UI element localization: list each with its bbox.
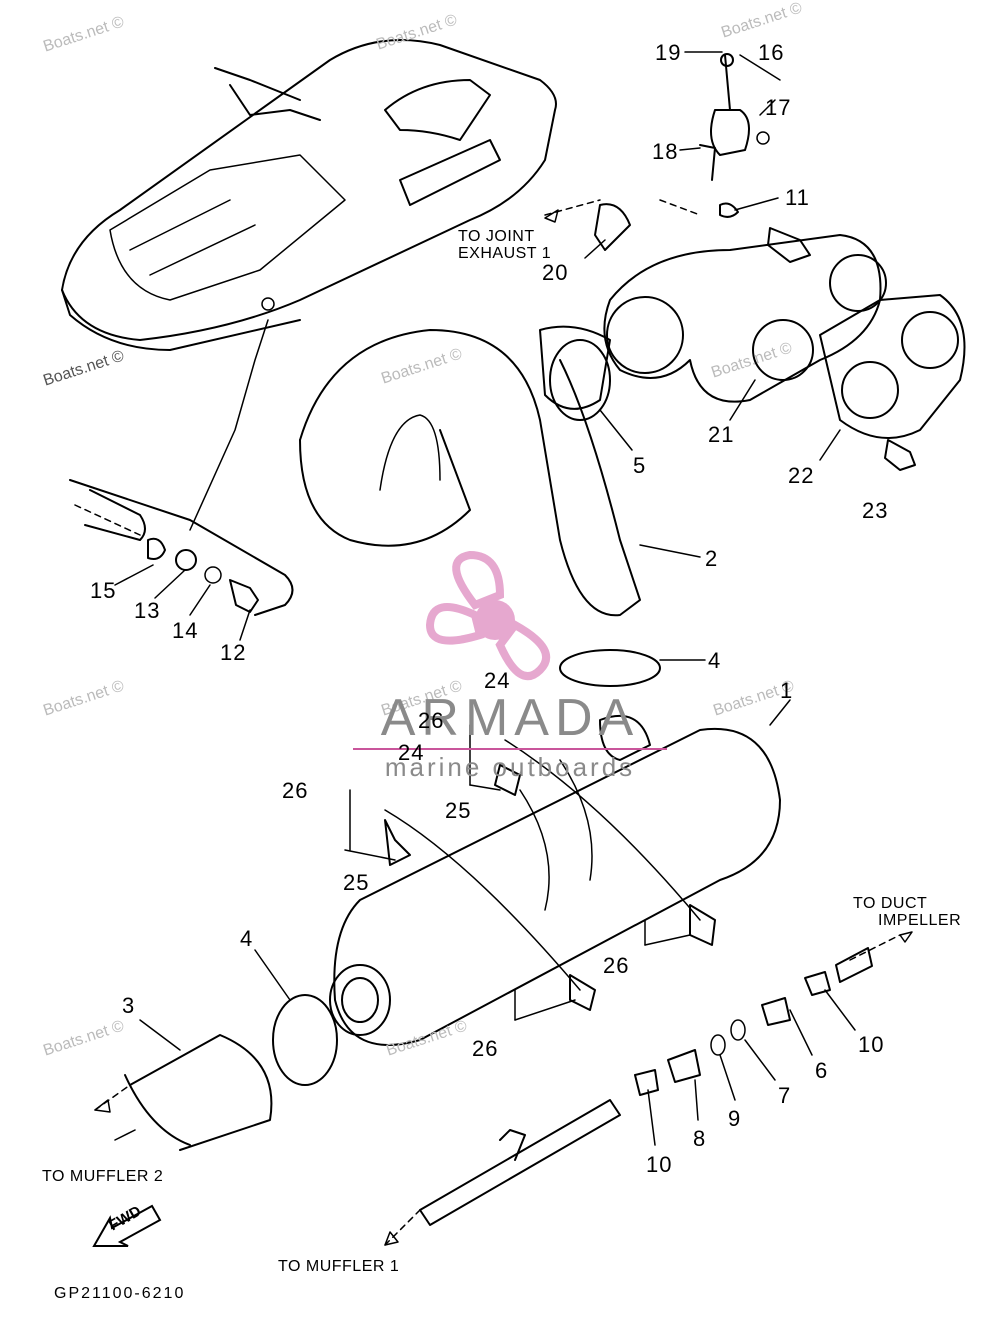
callout-8: 8: [693, 1126, 707, 1151]
callout-10: 10: [646, 1152, 673, 1177]
note-to-muffler-2: TO MUFFLER 2: [42, 1168, 164, 1185]
callout-24: 24: [484, 668, 511, 693]
callout-16: 16: [758, 40, 785, 65]
callout-5: 5: [633, 453, 647, 478]
callout-25: 25: [343, 870, 370, 895]
hose-drawing: [384, 1099, 621, 1246]
hull-panel-drawing: [69, 479, 294, 616]
exhaust-pipe-drawing: [299, 329, 641, 617]
note-impeller: IMPELLER: [878, 912, 962, 929]
callout-26: 26: [282, 778, 309, 803]
callout-7: 7: [778, 1083, 792, 1108]
diagram-code: GP21100-6210: [54, 1285, 186, 1302]
manifold-drawing: [539, 227, 966, 471]
callout-15: 15: [90, 578, 117, 603]
callout-17: 17: [765, 95, 792, 120]
fwd-arrow-icon: [92, 1204, 162, 1247]
callout-26: 26: [472, 1036, 499, 1061]
callout-20: 20: [542, 260, 569, 285]
callout-22: 22: [788, 463, 815, 488]
callout-10: 10: [858, 1032, 885, 1057]
leader-lines: [114, 51, 856, 1146]
clamp-drawing: [272, 649, 661, 1086]
callout-21: 21: [708, 422, 735, 447]
pipe-3-drawing: [94, 1034, 273, 1151]
note-to-joint: TO JOINT: [458, 228, 535, 245]
callout-12: 12: [220, 640, 247, 665]
note-exhaust-1: EXHAUST 1: [458, 245, 552, 262]
bracket-drawing: [544, 53, 781, 251]
callout-25: 25: [445, 798, 472, 823]
callout-14: 14: [172, 618, 199, 643]
callout-9: 9: [728, 1106, 742, 1131]
watercraft-drawing: [61, 39, 557, 531]
callout-6: 6: [815, 1058, 829, 1083]
callout-23: 23: [862, 498, 889, 523]
direction-arrows: [94, 209, 913, 1246]
callout-19: 19: [655, 40, 682, 65]
muffler-drawing: [329, 715, 781, 1046]
callout-18: 18: [652, 139, 679, 164]
brand-logo: ARMADA marine outboards: [345, 692, 675, 780]
callout-26: 26: [603, 953, 630, 978]
note-to-muffler-1: TO MUFFLER 1: [278, 1258, 400, 1275]
callout-1: 1: [780, 678, 794, 703]
callout-24: 24: [398, 740, 425, 765]
callout-2: 2: [705, 546, 719, 571]
callout-3: 3: [122, 993, 136, 1018]
callout-11: 11: [785, 185, 810, 210]
brand-name: ARMADA: [380, 689, 640, 747]
brand-propeller-logo: [425, 550, 551, 681]
brand-tagline: marine outboards: [384, 752, 636, 782]
note-to-duct: TO DUCT: [853, 895, 928, 912]
brand-rule: [353, 748, 667, 750]
callout-13: 13: [134, 598, 161, 623]
callout-4: 4: [708, 648, 722, 673]
callout-26: 26: [418, 708, 445, 733]
fittings-drawing: [634, 934, 901, 1096]
callout-4: 4: [240, 926, 254, 951]
